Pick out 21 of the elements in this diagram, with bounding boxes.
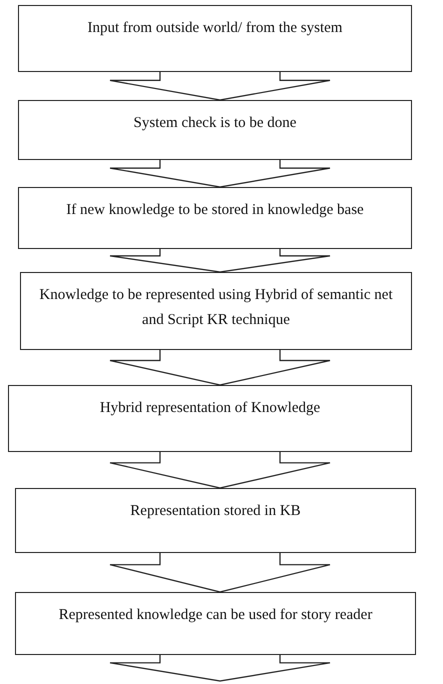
block-arrow [109, 248, 331, 273]
process-box [18, 100, 412, 160]
process-box [15, 592, 416, 655]
step-text: Hybrid representation of Knowledge [98, 399, 322, 418]
process-box [8, 385, 412, 452]
step-text: Knowledge to be represented using Hybrid of semantic net and Script KR technique [38, 286, 394, 330]
step-text: Input from outside world/ from the system [86, 19, 344, 38]
block-arrow [109, 654, 331, 682]
step-text: If new knowledge to be stored in knowledge base [65, 201, 365, 220]
block-arrow [109, 159, 331, 188]
process-box [18, 187, 412, 249]
block-arrow [109, 71, 331, 101]
block-arrow [109, 349, 331, 386]
step-text: System check is to be done [132, 114, 298, 133]
block-arrow [109, 552, 331, 593]
step-text: Represented knowledge can be used for story reader [58, 606, 374, 625]
process-box [15, 488, 416, 553]
process-box [20, 272, 412, 350]
block-arrow [109, 451, 331, 489]
process-box [18, 5, 412, 72]
step-text: Representation stored in KB [129, 502, 302, 521]
